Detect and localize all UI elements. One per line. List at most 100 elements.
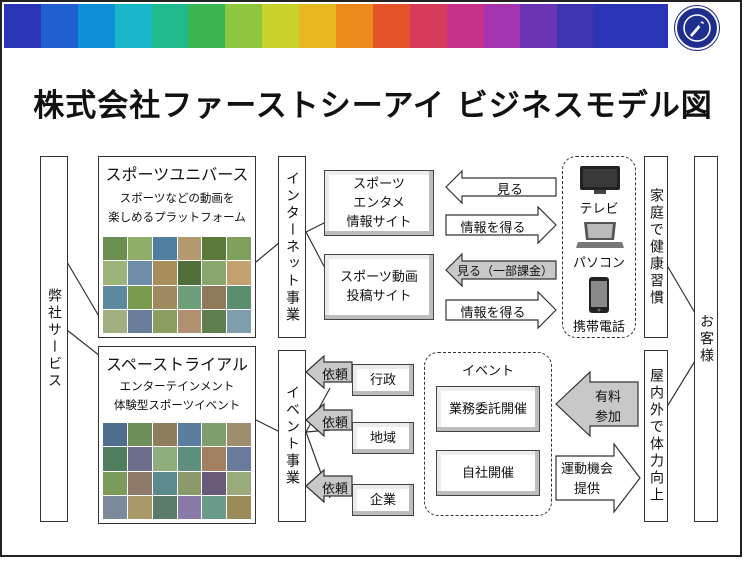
sports-photo-tile: [202, 285, 227, 309]
event-photo-tile: [103, 495, 127, 519]
event-photo-tile: [202, 471, 227, 495]
exercise-opportunity-arrow: [555, 442, 641, 514]
rainbow-stripe: [483, 4, 521, 48]
sports-photo-tile: [227, 285, 251, 309]
sports-photo-tile: [103, 261, 127, 285]
client-government-box: 行政: [352, 364, 414, 396]
home-health-column: 家庭で健康習慣: [644, 156, 668, 338]
rainbow-stripe: [336, 4, 373, 48]
internet-business-column: インターネット事業: [278, 156, 306, 338]
pc-label: パソコン: [572, 256, 625, 271]
sports-photo-tile: [177, 237, 202, 261]
event-photo-tile: [103, 423, 127, 447]
rainbow-stripe: [557, 4, 595, 48]
sports-photo-tile: [127, 309, 152, 333]
rocket-logo-icon: [683, 14, 711, 42]
sports-photo-tile: [127, 285, 152, 309]
event-photo-tile: [152, 447, 177, 471]
internet-business-label: インターネット事業: [284, 170, 300, 324]
sports-photo-tile: [177, 261, 202, 285]
event-photo-tile: [227, 423, 251, 447]
event-business-column: イベント事業: [278, 350, 306, 522]
event-photo-tile: [177, 495, 202, 519]
paid-participation-label: 有料 参加: [584, 388, 632, 428]
rainbow-stripe: [151, 4, 189, 48]
event-photo-tile: [202, 423, 227, 447]
space-trial-title: スペーストライアル: [106, 355, 248, 374]
tv-icon: [580, 166, 620, 194]
get-info-label-2: 情報を得る: [460, 306, 526, 321]
event-photo-tile: [152, 423, 177, 447]
sports-universe-panel: スポーツユニバース スポーツなどの動画を 楽しめるプラットフォーム: [98, 156, 256, 338]
tv-label: テレビ: [579, 202, 619, 217]
exercise-opportunity-label: 運動機会 提供: [556, 460, 618, 500]
paid-line1: 有料: [594, 390, 621, 405]
sports-photo-tile: [152, 309, 177, 333]
watch-label: 見る: [496, 183, 523, 198]
home-health-label: 家庭で健康習慣: [648, 187, 664, 307]
sports-photo-tile: [152, 237, 177, 261]
event-photo-tile: [177, 471, 202, 495]
client-region-label: 地域: [369, 430, 396, 446]
client-region-box: 地域: [352, 422, 414, 454]
space-trial-desc-line2: 体験型スポーツイベント: [113, 398, 241, 412]
event-photo-tile: [152, 471, 177, 495]
sports-universe-desc-line2: 楽しめるプラットフォーム: [108, 210, 246, 224]
sports-photo-tile: [127, 261, 152, 285]
rainbow-stripe: [631, 4, 669, 48]
sports-photo-tile: [177, 285, 202, 309]
rainbow-stripe: [225, 4, 263, 48]
customers-label: お客様: [698, 313, 714, 365]
site2-line1: スポーツ動画: [340, 270, 418, 285]
space-trial-photo-collage: [103, 423, 251, 519]
watch-partial-arrow: [445, 252, 557, 288]
indoor-outdoor-column: 屋内外で体力向上: [644, 350, 668, 522]
devices-group: [562, 156, 636, 338]
rainbow-banner: [4, 4, 669, 48]
request-label-gov: 依頼: [321, 368, 348, 383]
sports-photo-tile: [202, 237, 227, 261]
space-trial-panel: スペーストライアル エンターテインメント 体験型スポーツイベント: [98, 346, 256, 524]
client-company-label: 企業: [369, 492, 396, 508]
event-group: [424, 352, 552, 516]
event-photo-tile: [227, 471, 251, 495]
rainbow-stripe: [299, 4, 337, 48]
rainbow-stripe: [520, 4, 558, 48]
laptop-icon: [576, 222, 624, 248]
rainbow-stripe: [372, 4, 410, 48]
watch-arrow: [445, 169, 557, 205]
client-company-box: 企業: [352, 484, 414, 516]
event-photo-tile: [177, 447, 202, 471]
indoor-outdoor-label: 屋内外で体力向上: [648, 368, 664, 504]
own-event-box: 自社開催: [436, 450, 540, 496]
watch-partial-label: 見る（一部課金）: [456, 264, 553, 278]
event-group-label: イベント: [461, 364, 514, 379]
sports-universe-title: スポーツユニバース: [105, 165, 249, 184]
sports-photo-tile: [152, 285, 177, 309]
get-info-arrow-2: [445, 290, 557, 330]
event-photo-tile: [152, 495, 177, 519]
rainbow-stripe: [4, 4, 41, 48]
get-info-arrow-1: [445, 205, 557, 245]
event-photo-tile: [127, 423, 152, 447]
sports-entertainment-site-box: スポーツ エンタメ 情報サイト: [324, 170, 434, 236]
site2-line2: 投稿サイト: [346, 289, 412, 304]
sports-universe-photo-collage: [103, 237, 251, 333]
sports-photo-tile: [227, 309, 251, 333]
rainbow-stripe: [77, 4, 115, 48]
sports-photo-tile: [177, 309, 202, 333]
sports-photo-tile: [103, 237, 127, 261]
our-services-label: 弊社サービス: [46, 288, 62, 390]
rainbow-stripe: [40, 4, 78, 48]
commissioned-event-label: 業務委託開催: [448, 401, 527, 417]
event-photo-tile: [227, 495, 251, 519]
event-photo-tile: [202, 495, 227, 519]
space-trial-desc-line1: エンターテインメント: [119, 379, 235, 393]
commissioned-event-box: 業務委託開催: [436, 386, 540, 432]
phone-label: 携帯電話: [572, 320, 625, 335]
our-services-column: 弊社サービス: [40, 156, 68, 522]
event-photo-tile: [227, 447, 251, 471]
event-photo-tile: [127, 495, 152, 519]
